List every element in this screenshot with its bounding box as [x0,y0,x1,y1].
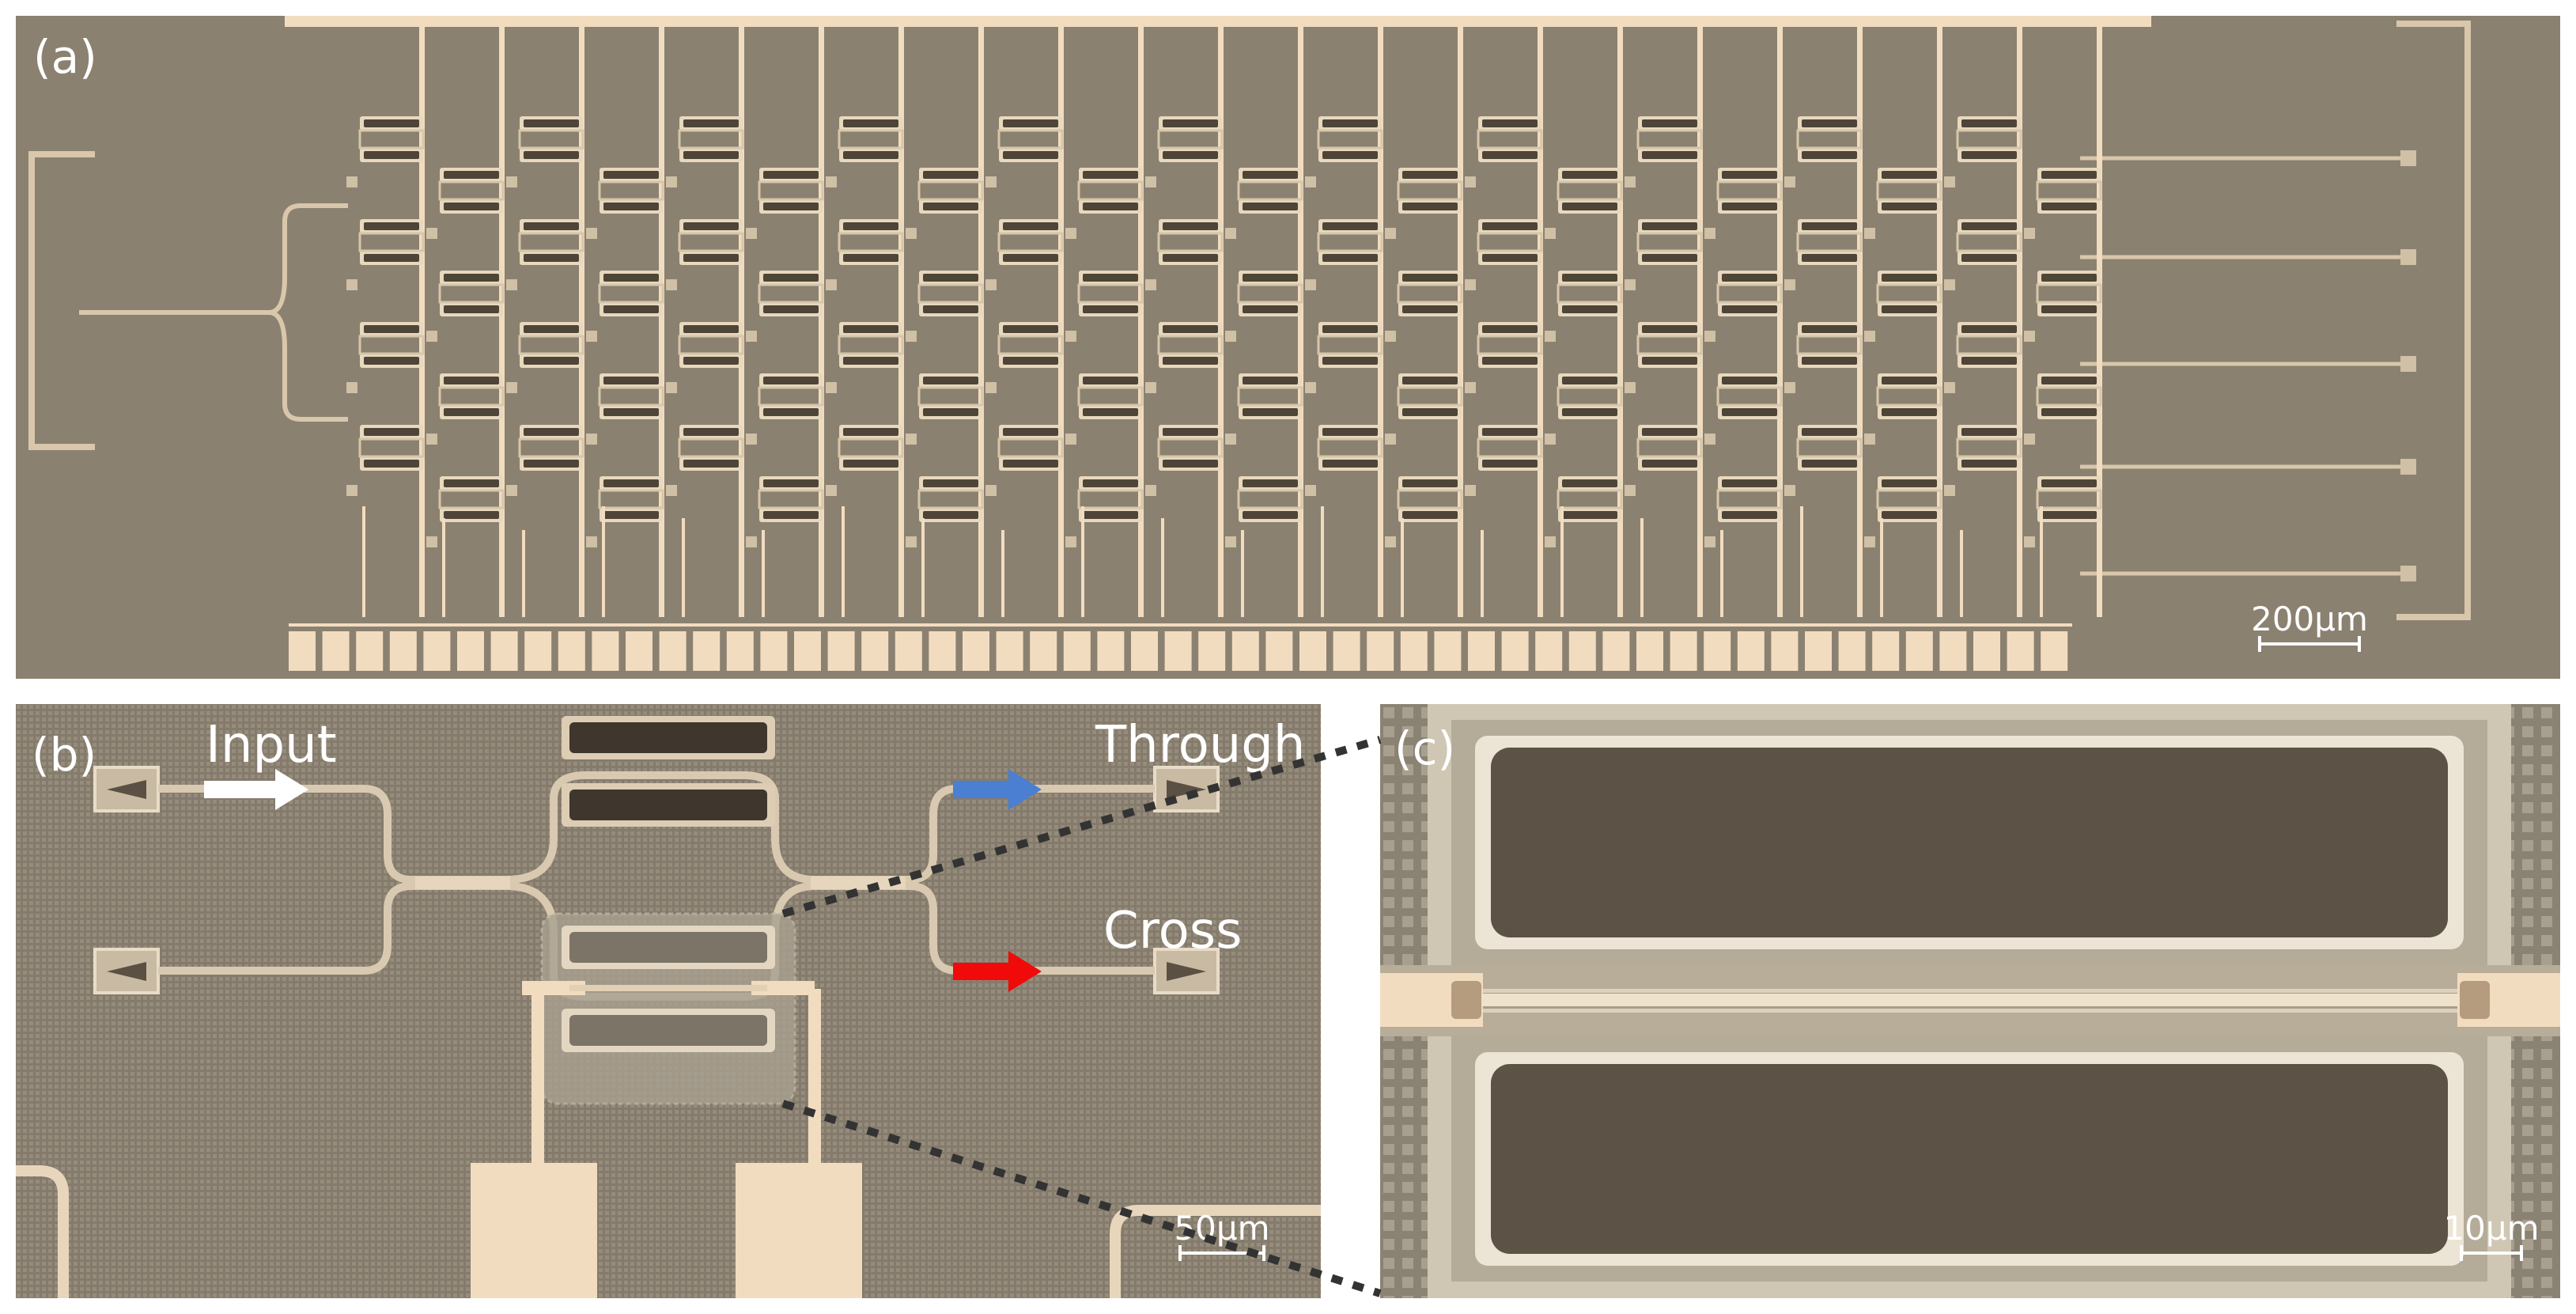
cross-label: Cross [1103,902,1243,960]
mzi-cell-panel: (b) Input Through Cross 50μm [16,704,1321,1298]
heater-zoom-panel: (c) 10μm [1380,704,2560,1298]
scale-bar-line [2258,636,2361,652]
scale-bar-label: 10μm [2443,1209,2540,1248]
scale-bar-label: 50μm [1174,1209,1270,1248]
panel-c-label: (c) [1394,721,1456,775]
scale-bar-200um: 200μm [2246,600,2373,652]
electrode-pad-left [471,1163,597,1298]
upper-trenches [562,716,775,827]
cross-arrow-icon [953,951,1042,992]
input-arrow-icon [204,769,308,810]
through-label: Through [1095,716,1306,774]
chip-overview-micrograph [16,16,2560,679]
heater-zoom-micrograph [1380,704,2560,1298]
input-label: Input [206,716,337,774]
lower-trenches [562,926,775,1052]
mzi-cell-micrograph [16,704,1321,1298]
scale-bar-10um: 10μm [2440,1209,2543,1261]
chip-overview-panel: (a) 200μm [16,16,2560,679]
scale-bar-line [2460,1245,2523,1261]
panel-b-label: (b) [32,728,97,782]
scale-bar-label: 200μm [2251,600,2368,638]
panel-a-label: (a) [33,30,97,84]
scale-bar-line [1178,1245,1265,1261]
electrode-pad-right [736,1163,862,1298]
scale-bar-50um: 50μm [1171,1209,1273,1261]
through-arrow-icon [953,769,1042,810]
